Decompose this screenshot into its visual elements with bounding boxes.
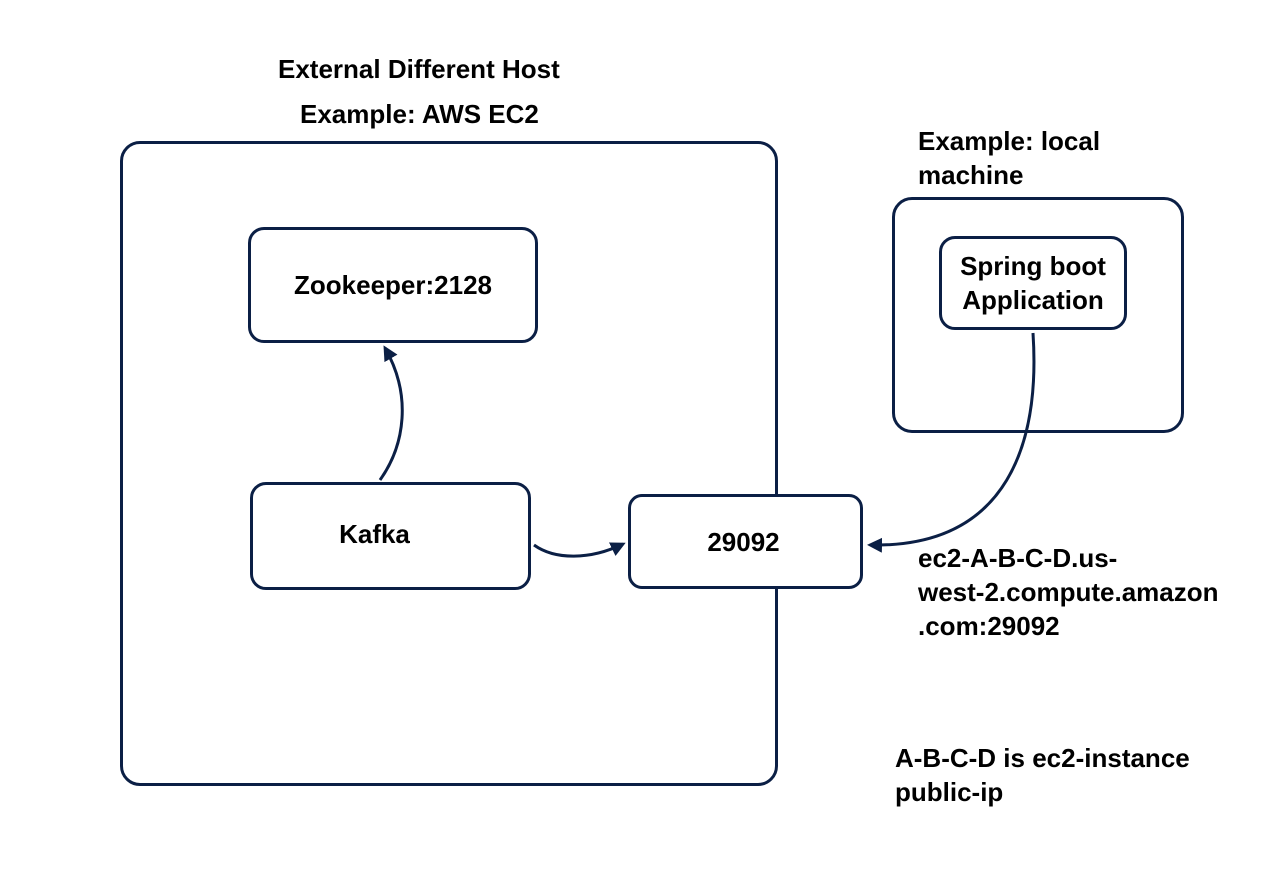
ec2-address-label: ec2-A-B-C-D.us- west-2.compute.amazon .c… (918, 543, 1219, 641)
external-host-subtitle: Example: AWS EC2 (300, 99, 539, 129)
kafka-node: Kafka (250, 482, 531, 590)
public-ip-note: A-B-C-D is ec2-instance public-ip (895, 743, 1190, 807)
kafka-label: Kafka (339, 519, 410, 549)
external-host-title: External Different Host (278, 54, 560, 84)
zookeeper-label: Zookeeper:2128 (294, 270, 492, 300)
spring-app-label: Spring boot Application (960, 251, 1106, 315)
local-host-title: Example: local machine (918, 126, 1101, 190)
kafka-to-zookeeper-arrow (378, 345, 404, 481)
zookeeper-node: Zookeeper:2128 (248, 227, 538, 343)
kafka-to-port-arrow (533, 542, 626, 558)
port-label: 29092 (707, 526, 780, 557)
spring-app-to-port-arrow (867, 332, 1036, 553)
port-node: 29092 (628, 494, 863, 589)
spring-app-node: Spring boot Application (939, 236, 1127, 330)
